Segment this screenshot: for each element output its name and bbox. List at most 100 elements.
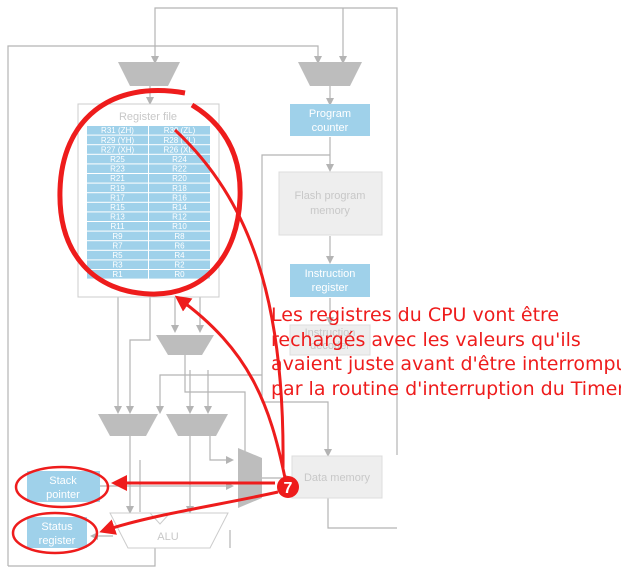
status-register-highlight-ellipse — [11, 511, 99, 555]
register-label: R26 (XL) — [163, 145, 195, 154]
register-cell — [149, 183, 210, 193]
register-cell — [149, 174, 210, 183]
instruction-decoder: Instruction decoder — [289, 324, 371, 356]
data-memory-label: Data memory — [304, 472, 371, 484]
program-counter: Program counter — [290, 104, 370, 136]
register-label: R24 — [172, 155, 187, 164]
register-cell — [87, 193, 148, 202]
register-cell — [149, 164, 210, 173]
register-cell — [149, 145, 210, 154]
step-badge: 7 — [277, 476, 299, 498]
status-register: Status register — [27, 517, 87, 548]
register-label: R16 — [172, 193, 187, 202]
mux-alu-b — [166, 414, 228, 436]
register-label: R2 — [174, 261, 185, 270]
mux-register-input — [118, 62, 180, 86]
register-label: R31 (ZH) — [101, 126, 134, 135]
register-cell — [87, 270, 148, 279]
instruction-register-label-2: register — [312, 282, 349, 294]
mux-alu-a — [98, 414, 158, 436]
register-label: R7 — [112, 241, 123, 250]
stack-pointer-highlight-ellipse — [14, 465, 110, 509]
register-label: R23 — [110, 165, 125, 174]
register-label: R28 (YL) — [163, 136, 195, 145]
register-label: R5 — [112, 251, 123, 260]
status-register-label-1: Status — [41, 521, 73, 533]
register-cell — [149, 193, 210, 202]
status-register-label-2: register — [39, 535, 76, 547]
stack-pointer-label-2: pointer — [46, 489, 80, 501]
instruction-register-label-1: Instruction — [305, 268, 356, 280]
register-label: R19 — [110, 184, 125, 193]
register-label: R27 (XH) — [101, 145, 135, 154]
mux-pc-input — [298, 62, 362, 86]
flash-memory-label-2: memory — [310, 205, 350, 217]
register-label: R17 — [110, 193, 125, 202]
register-label: R3 — [112, 261, 123, 270]
register-cell — [87, 164, 148, 173]
flash-memory-label-1: Flash program — [295, 190, 366, 202]
data-memory: Data memory — [291, 455, 383, 499]
stack-pointer-label-1: Stack — [49, 475, 77, 487]
register-label: R9 — [112, 232, 123, 241]
register-cell — [149, 222, 210, 231]
flash-program-memory: Flash program memory — [278, 171, 383, 236]
register-label: R15 — [110, 203, 125, 212]
register-cell — [87, 260, 148, 269]
program-counter-label-2: counter — [312, 122, 349, 134]
register-cell — [149, 270, 210, 279]
register-label: R10 — [172, 222, 187, 231]
alu-label: ALU — [157, 531, 178, 543]
arrow-to-register-file — [174, 295, 287, 479]
register-label: R6 — [174, 241, 185, 250]
register-label: R13 — [110, 213, 125, 222]
instruction-decoder-label-2: decoder — [310, 340, 350, 352]
register-label: R20 — [172, 174, 187, 183]
register-cell — [149, 135, 210, 145]
register-cell — [87, 250, 148, 260]
register-label: R8 — [174, 232, 185, 241]
register-cell — [149, 212, 210, 221]
register-label: R22 — [172, 165, 187, 174]
register-label: R12 — [172, 213, 187, 222]
register-label: R14 — [172, 203, 187, 212]
register-label: R30 (ZL) — [164, 126, 196, 135]
register-cell — [87, 145, 148, 154]
register-cell — [87, 126, 148, 135]
register-label: R18 — [172, 184, 187, 193]
instruction-decoder-label-1: Instruction — [305, 327, 356, 339]
program-counter-label-1: Program — [309, 108, 351, 120]
alu: ALU — [109, 512, 229, 549]
annotation-line-1: Les registres du CPU vont être — [271, 304, 560, 326]
register-label: R0 — [174, 270, 185, 279]
register-cell — [87, 154, 148, 164]
instruction-register: Instruction register — [290, 264, 370, 297]
register-cell — [87, 135, 148, 145]
register-cell — [149, 250, 210, 260]
register-cell — [149, 202, 210, 212]
register-cell — [87, 174, 148, 183]
register-file: Register file R31 (ZH)R30 (ZL)R29 (YH)R2… — [77, 103, 220, 298]
register-file-title: Register file — [119, 111, 177, 123]
annotation-text: Les registres du CPU vont être rechargés… — [271, 303, 621, 401]
register-cell — [149, 126, 210, 135]
register-label: R11 — [110, 222, 125, 231]
register-file-highlight-ellipse — [57, 88, 243, 297]
register-cell — [149, 154, 210, 164]
mux-middle — [156, 335, 214, 355]
register-cell — [87, 231, 148, 241]
annotation-line-2: rechargés avec les valeurs qu'ils — [271, 328, 581, 351]
register-label: R1 — [112, 270, 123, 279]
red-annotations — [11, 88, 287, 555]
register-label: R4 — [174, 251, 185, 260]
register-cell — [149, 260, 210, 269]
register-label: R25 — [110, 155, 125, 164]
step-number: 7 — [284, 480, 293, 497]
register-label: R21 — [110, 174, 125, 183]
register-cell — [87, 202, 148, 212]
register-cell — [87, 222, 148, 231]
register-cell — [149, 241, 210, 250]
register-cell — [87, 241, 148, 250]
stack-pointer: Stack pointer — [27, 471, 100, 502]
